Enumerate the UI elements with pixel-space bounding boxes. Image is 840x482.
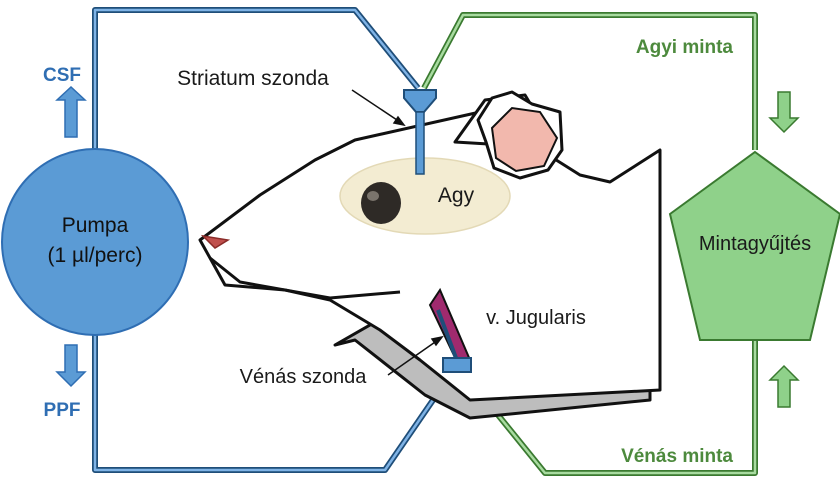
up-arrow-icon [770,366,798,407]
pump-label-line1: Pumpa [62,214,129,237]
ppf-label: PPF [44,400,81,421]
up-arrow-icon [57,87,85,137]
pump-circle [2,149,188,335]
striatum-probe-label: Striatum szonda [177,67,329,90]
striatum-probe-head [404,90,436,112]
venous-probe-head [443,358,471,372]
rat-eye-highlight [367,191,379,201]
rat-body [200,112,660,400]
down-arrow-icon [57,345,85,386]
csf-label: CSF [43,65,81,86]
striatum-leader-line [352,90,400,122]
venous-probe-label: Vénás szonda [240,366,368,388]
brain-sample-label: Agyi minta [636,37,734,58]
pump-label-line2: (1 µl/perc) [48,244,143,267]
striatum-probe-shaft [416,112,424,174]
rat-eye [361,182,401,224]
jugular-label: v. Jugularis [486,307,586,329]
down-arrow-icon [770,92,798,132]
venous-sample-label: Vénás minta [621,446,733,467]
brain-label: Agy [438,184,475,207]
collector-label: Mintagyűjtés [699,233,811,255]
